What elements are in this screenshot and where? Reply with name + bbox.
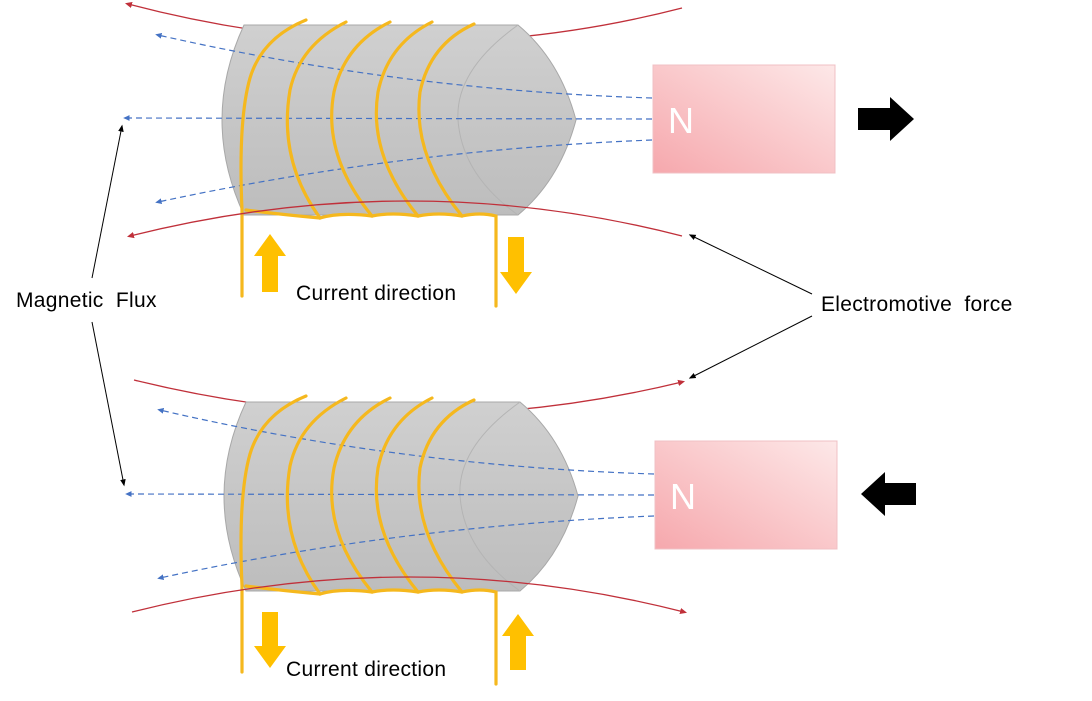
down-arrow-icon (254, 612, 286, 668)
top-flux-line-lower (155, 139, 653, 205)
electromotive-force-callout: Electromotive force (688, 234, 1013, 379)
electromotive-force-label: Electromotive force (821, 293, 1013, 316)
top-coil-windings (239, 18, 498, 308)
bottom-magnet-pole-label: N (670, 476, 696, 517)
bottom-coil-windings (239, 394, 498, 686)
top-flux-lines (123, 32, 653, 205)
top-flux-line-upper (155, 32, 653, 99)
top-bar-magnet: N (652, 64, 836, 174)
down-arrow-icon (500, 237, 532, 294)
bottom-flux-lines (125, 408, 655, 581)
bottom-flux-line-middle (125, 491, 655, 497)
top-coil-cylinder (221, 24, 577, 216)
bottom-flux-line-upper (157, 408, 655, 475)
magnetic-flux-callout: Magnetic Flux (16, 124, 157, 487)
bottom-emf-line-lower (131, 576, 688, 615)
top-induction-setup: N Current direction (123, 1, 914, 308)
top-magnet-pole-label: N (668, 100, 694, 141)
magnetic-flux-label: Magnetic Flux (16, 289, 157, 312)
up-arrow-icon (254, 234, 286, 292)
bottom-bar-magnet: N (654, 440, 838, 550)
bottom-current-direction-label: Current direction (286, 658, 446, 681)
top-current-direction-label: Current direction (296, 282, 456, 305)
bottom-coil-cylinder (223, 401, 579, 592)
top-emf-line-lower (126, 200, 683, 239)
bottom-induction-setup: N Current direction (125, 379, 916, 686)
up-arrow-icon (502, 614, 534, 670)
right-arrow-icon (858, 97, 914, 141)
left-arrow-icon (861, 472, 916, 516)
bottom-flux-line-lower (157, 515, 655, 581)
top-flux-line-middle (123, 115, 653, 121)
